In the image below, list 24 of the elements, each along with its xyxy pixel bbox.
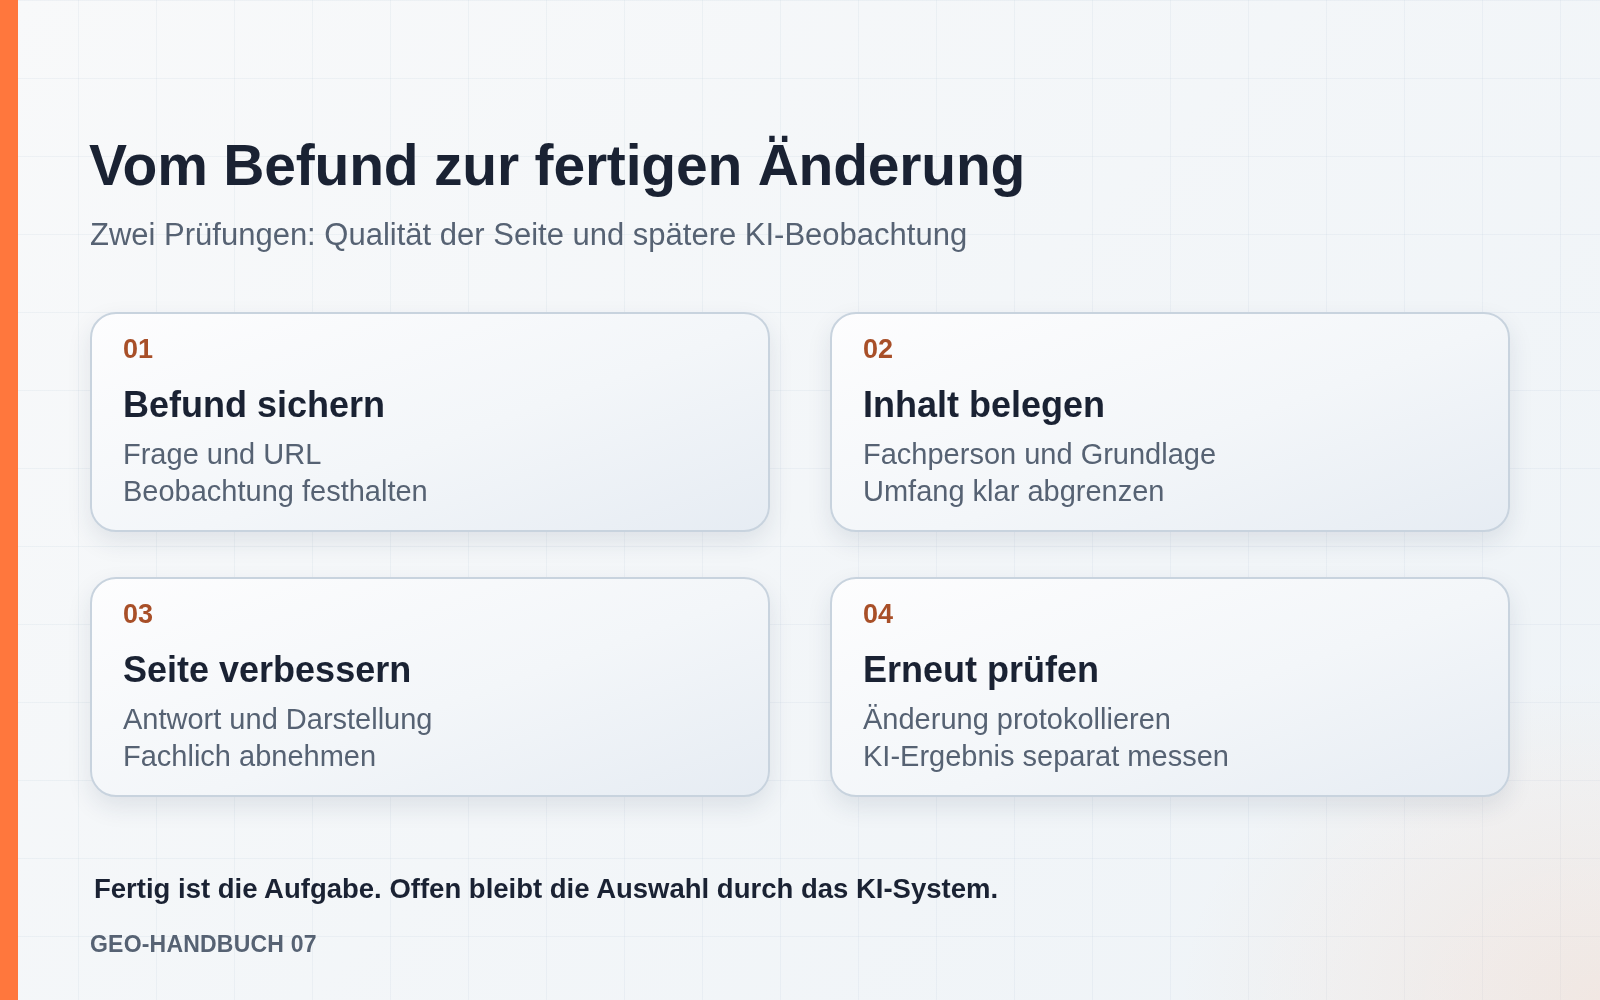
step-description: KI-Ergebnis separat messen: [863, 740, 1229, 773]
step-description: Umfang klar abgrenzen: [863, 475, 1165, 508]
step-number: 03: [123, 599, 154, 630]
step-description: Antwort und Darstellung: [123, 703, 433, 736]
step-number: 02: [863, 334, 894, 365]
step-description: Fachlich abnehmen: [123, 740, 377, 773]
step-title: Inhalt belegen: [863, 384, 1106, 426]
footer-note: Fertig ist die Aufgabe. Offen bleibt die Auswahl durch das KI-System.: [94, 873, 999, 905]
step-title: Befund sichern: [123, 384, 386, 426]
step-title: Erneut prüfen: [863, 649, 1099, 691]
step-description: Beobachtung festhalten: [123, 475, 428, 508]
step-card: [830, 312, 1510, 532]
step-number: 04: [863, 599, 894, 630]
step-description: Änderung protokollieren: [863, 703, 1171, 736]
page-title: Vom Befund zur fertigen Änderung: [89, 132, 1026, 198]
step-description: Frage und URL: [123, 438, 322, 471]
subtitle: Zwei Prüfungen: Qualität der Seite und spätere KI-Beobachtung: [90, 217, 968, 253]
step-card: [830, 577, 1510, 797]
step-description: Fachperson und Grundlage: [863, 438, 1217, 471]
step-card: [90, 312, 770, 532]
step-title: Seite verbessern: [123, 649, 412, 691]
step-number: 01: [123, 334, 154, 365]
series-label: GEO-HANDBUCH 07: [90, 931, 317, 958]
step-card: [90, 577, 770, 797]
